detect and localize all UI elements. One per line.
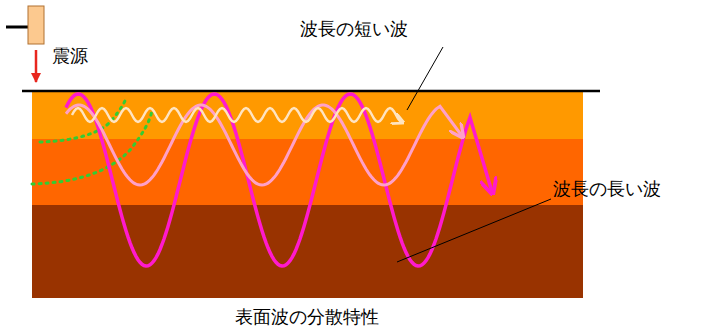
leader-line (397, 199, 551, 262)
short-wave (72, 108, 402, 122)
leader-line (407, 47, 443, 110)
long-wave-label: 波長の長い波 (553, 178, 661, 200)
long-wave (66, 94, 492, 266)
ground-surface (22, 90, 600, 93)
source-label: 震源 (52, 45, 88, 67)
medium-wave (66, 105, 462, 185)
caption: 表面波の分散特性 (235, 306, 379, 328)
short-wave-label: 波長の短い波 (300, 18, 408, 40)
source-rod (6, 26, 28, 29)
source-arrow (35, 50, 38, 82)
source-block (28, 6, 44, 44)
